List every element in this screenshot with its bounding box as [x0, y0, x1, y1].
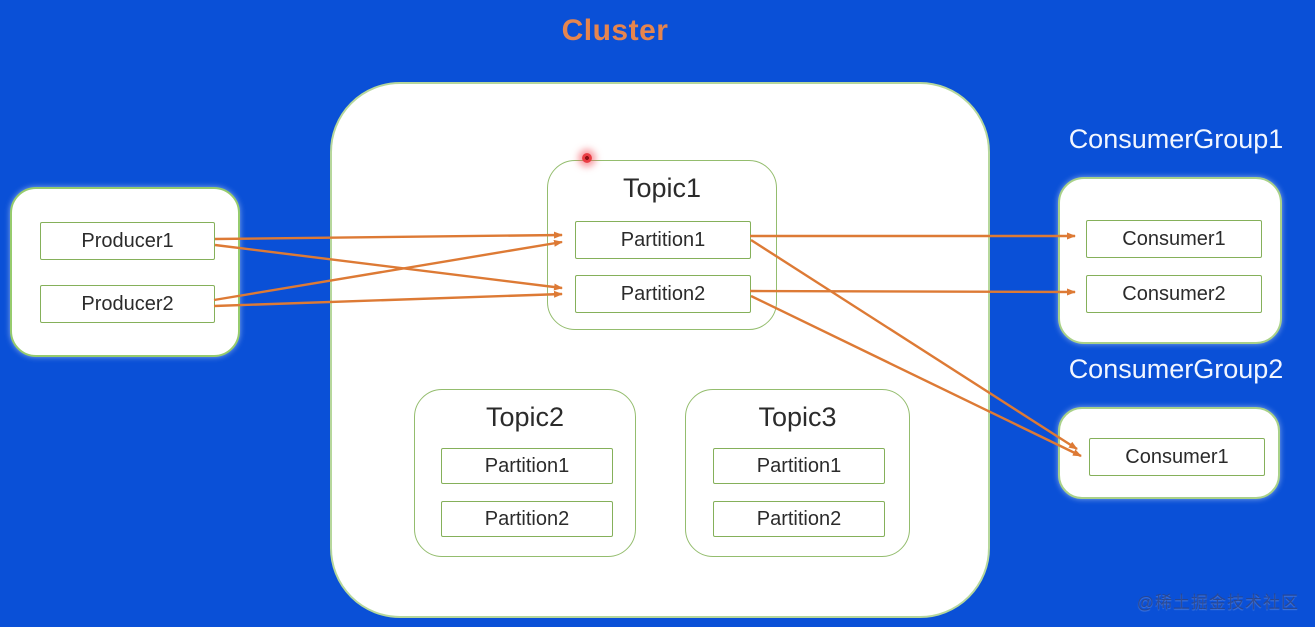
consumergroup2-consumer1-node: Consumer1	[1089, 438, 1265, 476]
producers-container: Producer1 Producer2	[10, 187, 240, 357]
topic3-partition2-node: Partition2	[713, 501, 885, 537]
topic2-title: Topic2	[485, 402, 565, 432]
topic1-title: Topic1	[622, 173, 702, 203]
laser-pointer-dot	[582, 153, 592, 163]
consumergroup2-container: Consumer1	[1058, 407, 1280, 499]
topic1-partition2-node: Partition2	[575, 275, 751, 313]
producer1-node: Producer1	[40, 222, 215, 260]
cluster-container: Topic1 Partition1 Partition2 Topic2 Part…	[330, 82, 990, 618]
topic1-partition1-node: Partition1	[575, 221, 751, 259]
topic3-container: Topic3 Partition1 Partition2	[685, 389, 910, 557]
topic3-title: Topic3	[758, 402, 837, 432]
watermark: @稀土掘金技术社区	[1136, 593, 1299, 612]
producer2-node: Producer2	[40, 285, 215, 323]
topic2-container: Topic2 Partition1 Partition2	[414, 389, 636, 557]
topic2-partition2-node: Partition2	[441, 501, 613, 537]
consumergroup1-consumer1-node: Consumer1	[1086, 220, 1262, 258]
consumergroup1-label: ConsumerGroup1	[1068, 124, 1284, 154]
consumergroup1-consumer2-node: Consumer2	[1086, 275, 1262, 313]
consumergroup2-label: ConsumerGroup2	[1068, 354, 1284, 384]
topic2-partition1-node: Partition1	[441, 448, 613, 484]
consumergroup1-container: Consumer1 Consumer2	[1058, 177, 1282, 344]
cluster-title: Cluster	[561, 14, 669, 47]
topic3-partition1-node: Partition1	[713, 448, 885, 484]
topic1-container: Topic1 Partition1 Partition2	[547, 160, 777, 330]
